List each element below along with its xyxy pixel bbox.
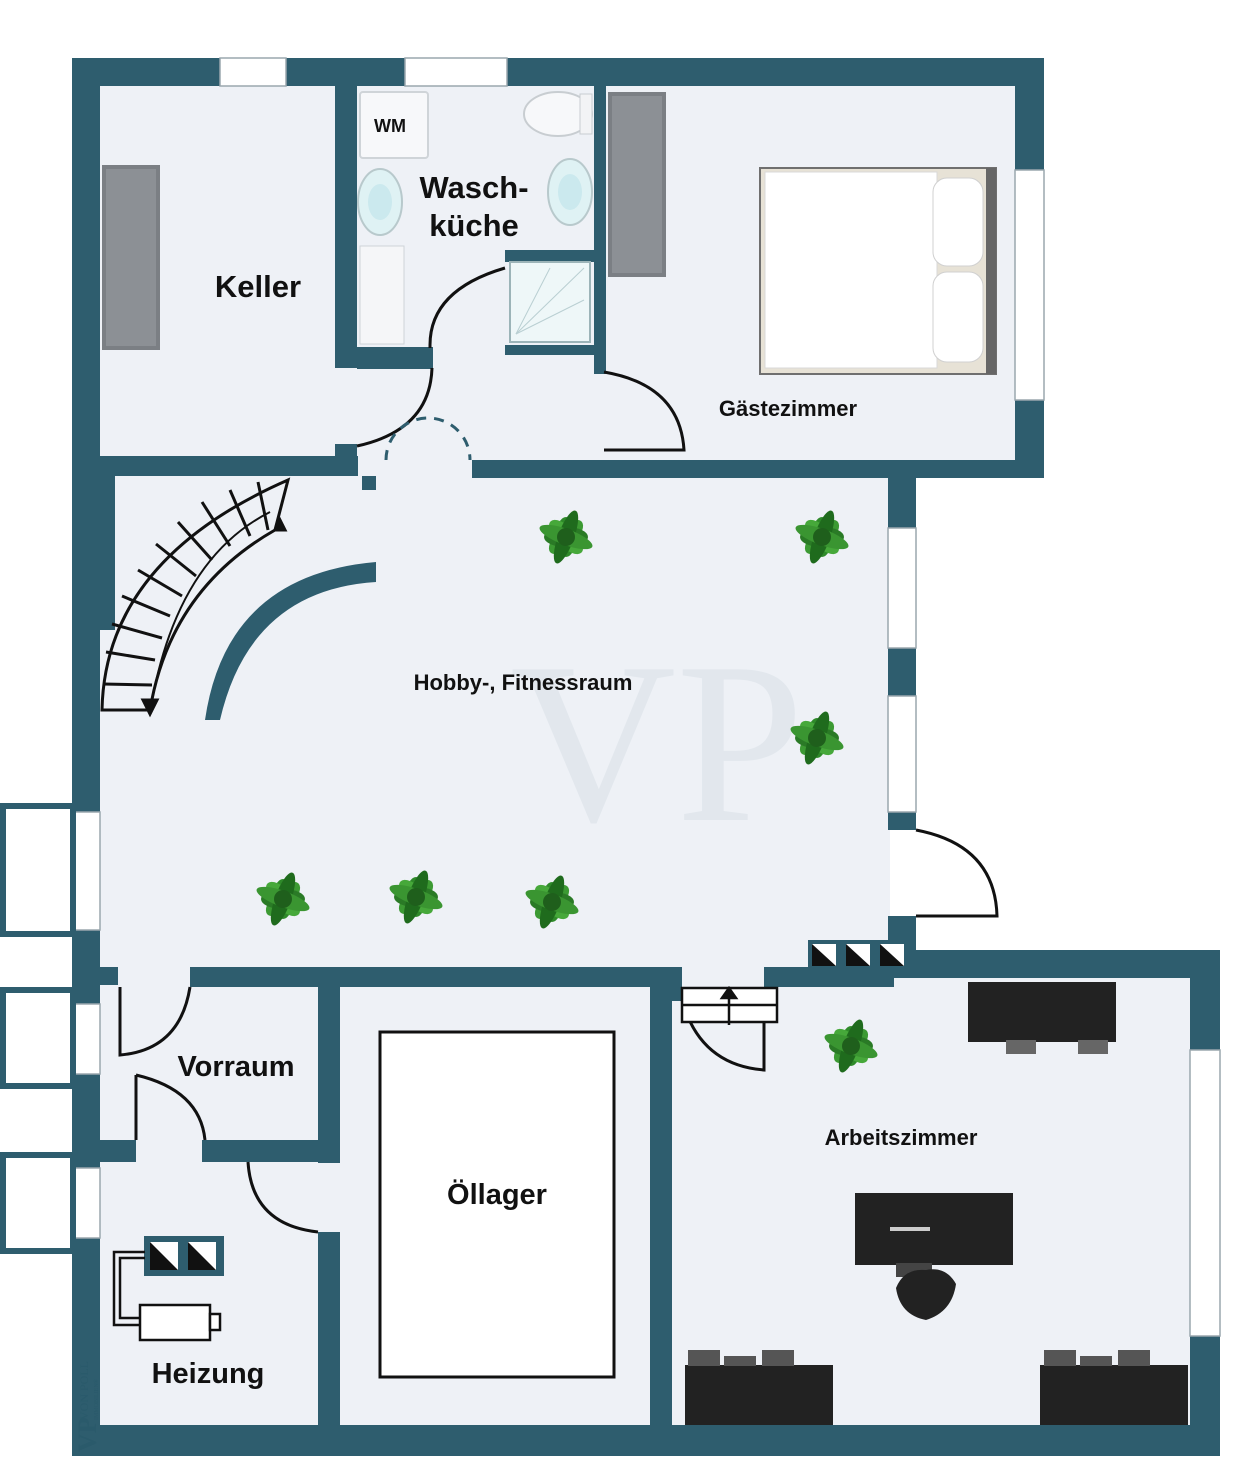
door-terrace [915, 828, 999, 918]
room-label-vorraum: Vorraum [177, 1051, 294, 1083]
windows [71, 57, 1221, 1337]
brand-name: VON POLL [77, 1361, 91, 1420]
room-label-heizung: Heizung [152, 1358, 265, 1390]
door-gaeste [603, 370, 686, 452]
ducts [144, 940, 908, 1276]
bed [759, 167, 997, 375]
wardrobes [102, 92, 666, 350]
light-wells [0, 803, 76, 1254]
room-labels: Keller Wasch- küche Gästezimmer Hobby-, … [152, 170, 978, 1390]
window [71, 1003, 101, 1075]
sideboard [685, 1365, 833, 1425]
window [71, 811, 101, 931]
door-vorraum-top [118, 986, 192, 1057]
doors [118, 266, 999, 1234]
window [219, 57, 287, 87]
duct [808, 940, 908, 970]
window [71, 1167, 101, 1239]
brand-logo: VP VON POLL IMMOBILIEN® [73, 1361, 102, 1452]
entry-steps [680, 985, 779, 1025]
washing-machine-label: WM [374, 116, 406, 136]
window [1189, 1049, 1221, 1337]
cabinet [359, 245, 405, 345]
door-opening-arch [384, 416, 472, 461]
boiler [112, 1250, 222, 1342]
brand-sub: IMMOBILIEN® [93, 1378, 100, 1420]
room-label-keller: Keller [215, 269, 301, 304]
door-vorraum-bottom [134, 1073, 207, 1141]
staircase [100, 477, 291, 718]
room-label-waschkueche-1: Wasch- [419, 170, 528, 205]
duct [144, 1236, 224, 1276]
sideboard [1040, 1365, 1188, 1425]
desk [855, 1193, 1013, 1265]
oil-tank [378, 1030, 616, 1379]
room-label-hobby: Hobby-, Fitnessraum [414, 670, 633, 695]
office-chair [896, 1269, 956, 1320]
door-heizung [246, 1161, 319, 1234]
window [404, 57, 508, 87]
brand-mark: VP [73, 1417, 102, 1452]
washing-machine [359, 91, 429, 159]
door-keller [356, 367, 434, 448]
watermark: VP [510, 615, 804, 870]
desk [968, 982, 1116, 1042]
office-furniture [685, 982, 1188, 1425]
window [887, 527, 917, 649]
room-label-oellager: Öllager [447, 1178, 547, 1211]
room-label-waschkueche-2: küche [429, 208, 519, 243]
door-waschkueche [428, 266, 506, 348]
laundry-fixtures: WM [357, 91, 593, 345]
window [1014, 169, 1045, 401]
room-label-gaestezimmer: Gästezimmer [719, 396, 858, 421]
room-label-arbeitszimmer: Arbeitszimmer [825, 1125, 978, 1150]
window [887, 695, 917, 813]
